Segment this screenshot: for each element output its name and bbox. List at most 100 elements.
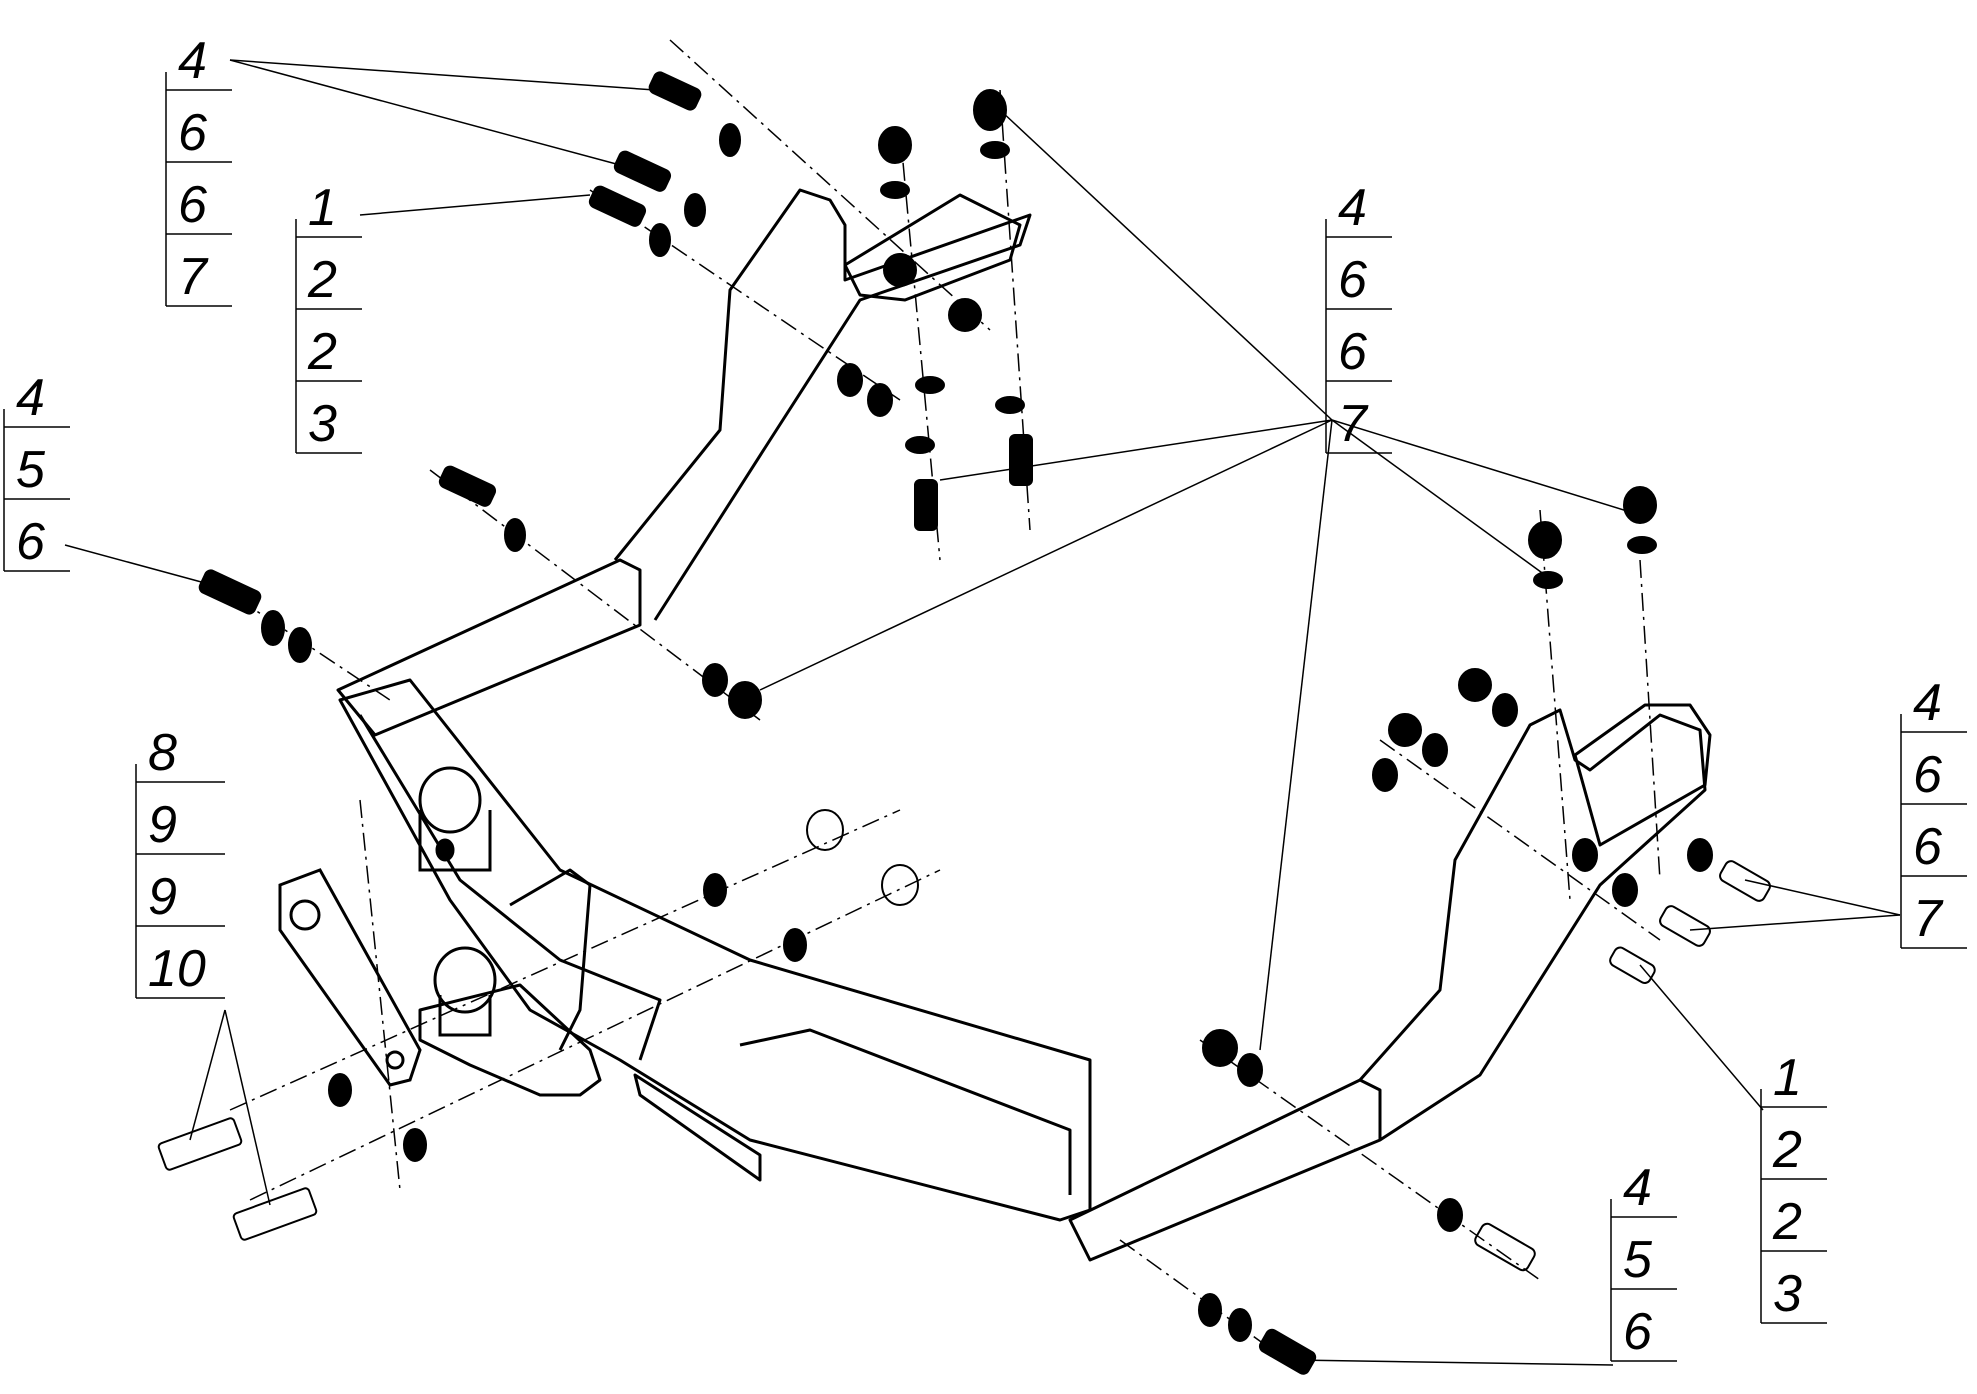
washer-left-1 xyxy=(504,518,526,552)
callout-left: 4 5 6 xyxy=(3,369,70,572)
left-bracket xyxy=(336,558,642,737)
nut-right-up-2 xyxy=(1388,713,1422,747)
left-top-plate xyxy=(843,193,1022,302)
socket-plate-outline xyxy=(278,868,422,1087)
nut-top-b xyxy=(973,89,1007,131)
washer-right-1 xyxy=(1237,1053,1263,1087)
callout-number: 2 xyxy=(307,251,337,309)
right-top-plate xyxy=(1573,703,1712,847)
tow-bar-frame xyxy=(336,188,1712,1262)
bolt-ball-1 xyxy=(157,1117,243,1171)
callout-number: 6 xyxy=(178,176,207,234)
washer-mid-2 xyxy=(867,383,893,417)
callout-number: 1 xyxy=(308,179,337,237)
callout-number: 6 xyxy=(1913,746,1942,804)
callout-number: 8 xyxy=(148,724,177,782)
left-bracket-arm xyxy=(613,188,1032,621)
washer-top-3 xyxy=(649,223,671,257)
callout-number: 10 xyxy=(148,940,206,998)
ball-mount-gusset xyxy=(509,868,592,1051)
washer-top-a xyxy=(880,181,910,199)
washer-ball-2 xyxy=(403,1128,427,1162)
drawbar-box-lower xyxy=(633,1073,762,1182)
bolt-left-1 xyxy=(438,465,497,507)
bolt-left-2 xyxy=(198,569,262,615)
nut-left-bracket-1 xyxy=(702,663,728,697)
bolt-mid-vert-2 xyxy=(1009,434,1033,486)
callout-left-bottom: 8 9 9 10 xyxy=(135,724,225,999)
callout-number: 9 xyxy=(148,868,177,926)
callout-number: 7 xyxy=(1913,890,1944,948)
fasteners xyxy=(157,71,1771,1375)
callout-number: 5 xyxy=(1623,1231,1653,1289)
socket-plate-hole-small xyxy=(385,1050,405,1070)
nut-right-top-2 xyxy=(1623,486,1657,524)
washer-mid-1 xyxy=(837,363,863,397)
callout-number: 4 xyxy=(1913,674,1942,732)
centerlines xyxy=(209,39,1661,1371)
callout-number: 2 xyxy=(307,323,337,381)
callout-number: 4 xyxy=(178,32,207,90)
callout-number: 6 xyxy=(1623,1303,1652,1361)
tow-ball xyxy=(418,766,497,1037)
drawbar-box xyxy=(739,1028,1072,1195)
nut-top-a xyxy=(878,126,912,164)
callout-number: 3 xyxy=(308,395,337,453)
tow-ball-cylinder xyxy=(418,810,492,872)
washer-mid-5 xyxy=(905,436,935,454)
drawbar-edge xyxy=(358,714,662,1061)
callout-number: 2 xyxy=(1772,1193,1802,1251)
callout-number: 6 xyxy=(178,104,207,162)
callout-number: 7 xyxy=(1338,395,1369,453)
bolt-top-3 xyxy=(588,185,647,227)
callout-number: 7 xyxy=(178,248,209,306)
washer-right-4 xyxy=(1228,1308,1252,1342)
callout-top-left-b: 1 2 2 3 xyxy=(295,179,362,454)
washer-right-up-3 xyxy=(1372,758,1398,792)
callout-bottom-right: 1 2 2 3 xyxy=(1760,1049,1827,1324)
central-drawbar xyxy=(338,678,1092,1222)
washer-mid-3 xyxy=(915,376,945,394)
callout-number: 3 xyxy=(1773,1265,1802,1323)
callout-number: 1 xyxy=(1773,1049,1802,1107)
callout-number: 4 xyxy=(1338,179,1367,237)
socket-plate xyxy=(278,868,422,1087)
ball-mount-plate xyxy=(418,983,602,1097)
washer-top-2 xyxy=(684,193,706,227)
tow-ball-neck xyxy=(438,995,492,1037)
washer-mid-4 xyxy=(995,396,1025,414)
washer-right-up-1 xyxy=(1492,693,1518,727)
bolt-right-2 xyxy=(1258,1328,1317,1375)
nut-ball-2 xyxy=(881,864,919,906)
tow-ball-sphere xyxy=(433,946,497,1014)
washer-ball-3 xyxy=(703,873,727,907)
right-bracket xyxy=(1068,1078,1382,1262)
callout-number: 9 xyxy=(148,796,177,854)
washer-right-top-1 xyxy=(1533,571,1563,589)
bolt-ball-2 xyxy=(232,1187,318,1241)
washer-right-3 xyxy=(1198,1293,1222,1327)
nut-ball-1 xyxy=(806,809,844,851)
washer-right-2 xyxy=(1437,1198,1463,1232)
tow-ball-hole xyxy=(435,838,455,862)
washer-top-1 xyxy=(719,123,741,157)
callout-number: 5 xyxy=(16,441,46,499)
bolt-right-low-2 xyxy=(1659,905,1711,947)
callout-number: 6 xyxy=(1338,251,1367,309)
washer-left-2 xyxy=(261,610,285,646)
callout-number: 2 xyxy=(1772,1121,1802,1179)
callout-number: 6 xyxy=(16,513,45,571)
socket-plate-hole xyxy=(289,899,321,931)
callout-number: 4 xyxy=(1623,1159,1652,1217)
nut-right-top-1 xyxy=(1528,521,1562,559)
tow-ball-sphere-upper xyxy=(418,766,482,834)
nut-mid-1 xyxy=(948,298,982,332)
callout-top-left-a: 4 6 6 7 xyxy=(165,32,232,307)
washer-right-low-3 xyxy=(1687,838,1713,872)
callout-bottom: 4 5 6 xyxy=(1610,1159,1677,1362)
washer-right-up-2 xyxy=(1422,733,1448,767)
washer-ball-4 xyxy=(783,928,807,962)
bolt-mid-vert-1 xyxy=(914,479,938,531)
callout-number: 4 xyxy=(16,369,45,427)
